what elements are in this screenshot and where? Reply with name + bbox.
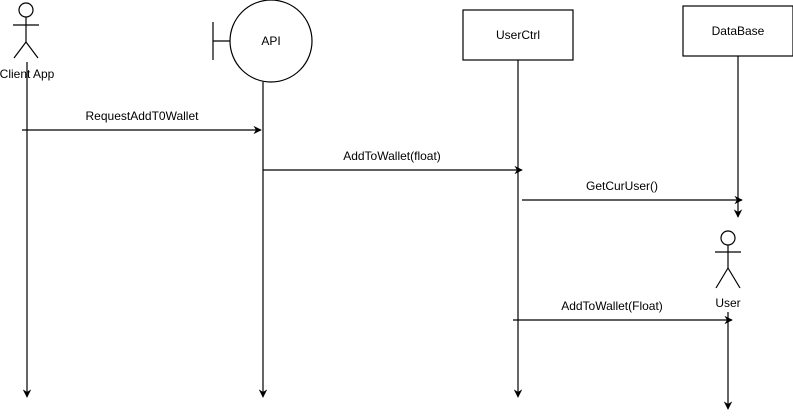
message-label: AddToWallet(float)	[343, 149, 441, 163]
user-actor-icon	[715, 230, 741, 289]
userctrl-box	[462, 9, 574, 61]
userctrl-participant[interactable]: UserCtrl	[462, 9, 574, 398]
user-label: User	[715, 296, 740, 310]
userctrl-label: UserCtrl	[496, 28, 540, 42]
client-app-actor-icon	[13, 2, 39, 59]
message-request-add-to-wallet[interactable]: RequestAddT0Wallet	[22, 109, 262, 135]
database-box	[682, 5, 793, 57]
message-label: AddToWallet(Float)	[561, 299, 663, 313]
api-boundary-icon	[212, 0, 313, 83]
message-add-to-wallet-float-user[interactable]: AddToWallet(Float)	[513, 299, 733, 325]
message-label: RequestAddT0Wallet	[86, 109, 200, 123]
message-add-to-wallet-float[interactable]: AddToWallet(float)	[263, 149, 523, 175]
message-get-cur-user[interactable]: GetCurUser()	[522, 179, 743, 205]
user-participant[interactable]: User	[715, 230, 741, 410]
message-label: GetCurUser()	[586, 179, 658, 193]
api-label: API	[261, 34, 280, 48]
client-app-participant[interactable]: Client App	[0, 2, 55, 398]
database-label: DataBase	[712, 24, 765, 38]
api-participant[interactable]: API	[212, 0, 313, 398]
database-participant[interactable]: DataBase	[682, 5, 793, 218]
